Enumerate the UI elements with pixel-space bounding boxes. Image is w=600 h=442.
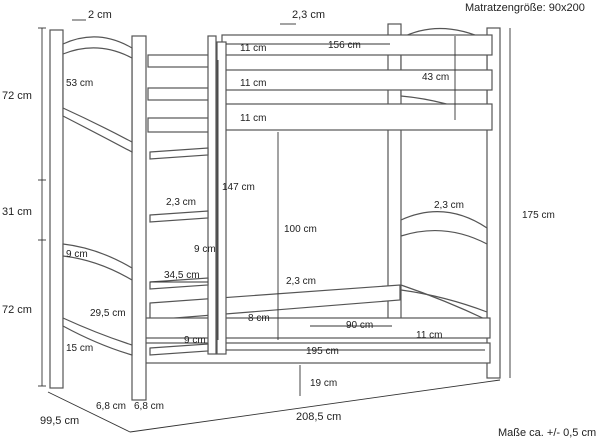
- dim-ladder-rung: 2,3 cm: [166, 197, 196, 208]
- right-back-post: [387, 23, 402, 327]
- dim-lower-rail-8: 8 cm: [248, 313, 270, 324]
- dim-depth: 99,5 cm: [40, 415, 79, 427]
- dim-panel-9: 9 cm: [66, 249, 88, 260]
- dim-head-panel-top: 53 cm: [66, 78, 93, 89]
- dim-lower-90: 90 cm: [346, 320, 373, 331]
- dim-panel-15: 15 cm: [66, 343, 93, 354]
- dim-ladder-gap: 9 cm: [194, 244, 216, 255]
- upper-rail-3: [221, 103, 493, 131]
- ladder-rail-right: [216, 41, 227, 355]
- dim-total-height: 175 cm: [522, 210, 555, 221]
- dim-panel-295: 29,5 cm: [90, 308, 126, 319]
- dim-lower-9: 9 cm: [184, 335, 206, 346]
- dim-top-rail-2: 11 cm: [240, 78, 267, 89]
- tolerance-label: Maße ca. +/- 0,5 cm: [498, 427, 596, 439]
- lower-left-headboard: [62, 243, 133, 356]
- left-front-post: [131, 35, 147, 401]
- dim-left-bottom: 72 cm: [2, 304, 32, 316]
- dim-top-rail-3: 11 cm: [240, 113, 267, 124]
- dim-lower-rail-23: 2,3 cm: [286, 276, 316, 287]
- ladder-rung-3: [149, 277, 209, 290]
- dim-rail-thickness-top: 2,3 cm: [292, 9, 325, 21]
- dim-under-clearance: 100 cm: [284, 224, 317, 235]
- dim-post-b: 6,8 cm: [134, 401, 164, 412]
- ladder-rail-left: [207, 35, 217, 355]
- dim-lower-11: 11 cm: [416, 330, 443, 341]
- dim-ladder-height: 147 cm: [222, 182, 255, 193]
- dim-left-mid: 31 cm: [2, 206, 32, 218]
- dim-total-length: 208,5 cm: [296, 411, 341, 423]
- dim-floor-clear: 19 cm: [310, 378, 337, 389]
- mattress-size-label: Matratzengröße: 90x200: [465, 2, 585, 14]
- dim-post-thickness: 2 cm: [88, 9, 112, 21]
- dim-lower-195: 195 cm: [306, 346, 339, 357]
- left-back-post: [49, 29, 64, 389]
- dim-guard-height: 43 cm: [422, 72, 449, 83]
- dim-ladder-width: 34,5 cm: [164, 270, 200, 281]
- dimension-lines: [38, 19, 511, 433]
- ladder-rung-4: [149, 343, 209, 356]
- lower-back-rail: [149, 284, 401, 321]
- ladder-rung-2: [149, 210, 209, 223]
- dim-top-rail-1: 11 cm: [240, 43, 267, 54]
- dim-post-a: 6,8 cm: [96, 401, 126, 412]
- ladder-rung-1: [149, 147, 209, 160]
- lower-right-headboard: [400, 211, 488, 321]
- dim-inner-length: 156 cm: [328, 40, 361, 51]
- dim-left-top: 72 cm: [2, 90, 32, 102]
- dim-foot-rail: 2,3 cm: [434, 200, 464, 211]
- upper-left-headboard: [62, 36, 133, 153]
